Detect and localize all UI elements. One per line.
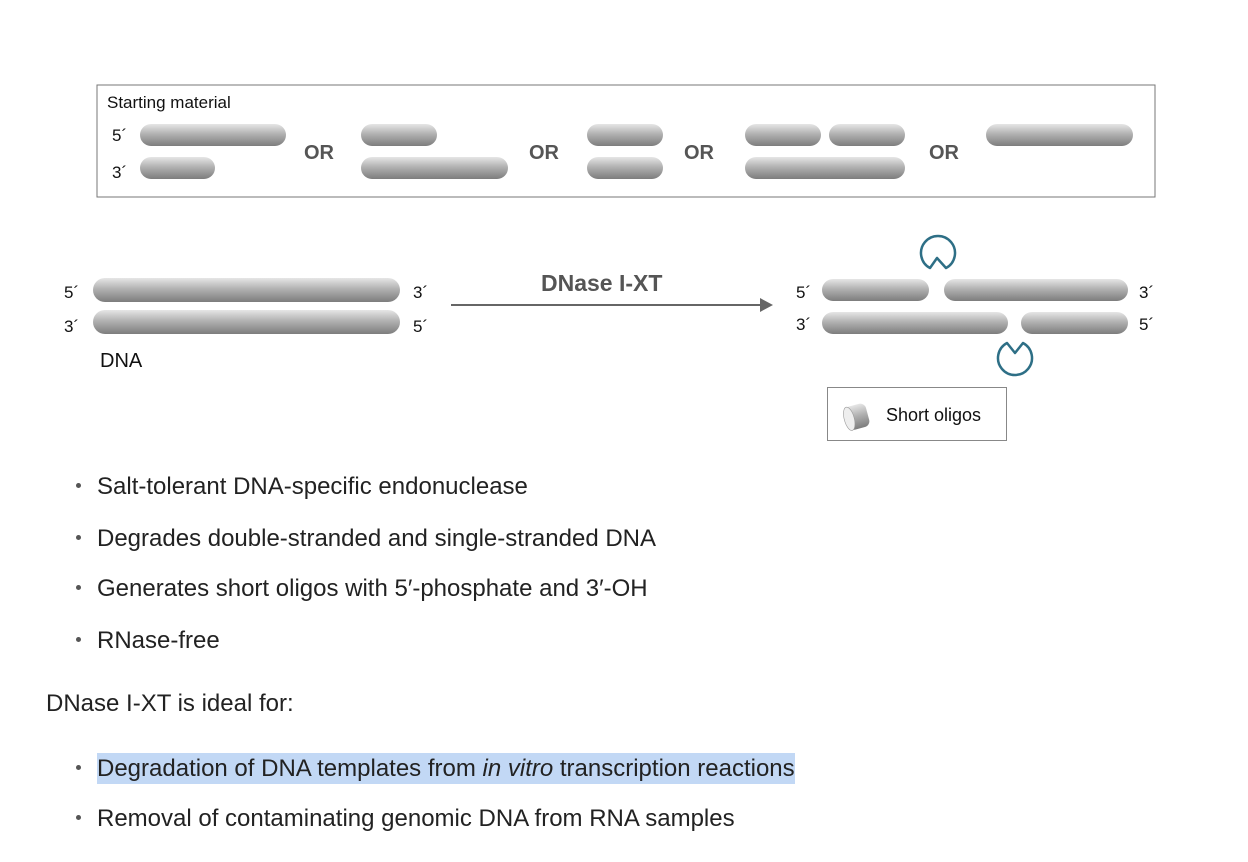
- fragment: [944, 279, 1128, 301]
- dna-right-end-3: 3´: [413, 283, 428, 302]
- frag-left-3: 3´: [796, 315, 811, 334]
- dna-strand-top: [93, 278, 400, 302]
- fragment: [1021, 312, 1128, 334]
- strand: [745, 157, 905, 179]
- or-label-1: OR: [304, 142, 335, 164]
- bullet-icon: [76, 483, 81, 489]
- strand: [361, 124, 437, 146]
- feature-item: RNase-free: [76, 627, 220, 655]
- dna-left-5: 5´: [64, 283, 79, 302]
- frag-right-3: 3´: [1139, 283, 1154, 302]
- strand: [745, 124, 821, 146]
- fragment: [822, 279, 929, 301]
- enzyme-top-icon: [919, 234, 957, 270]
- dna-left-3: 3´: [64, 317, 79, 336]
- fragment: [822, 312, 1008, 334]
- ideal-for-heading: DNase I-XT is ideal for:: [46, 690, 294, 717]
- diagram-figure: Starting material 5´ 3´ OR OR OR OR 5´ 3…: [64, 84, 1156, 431]
- short-oligo-icon: [843, 403, 870, 431]
- bullet-icon: [76, 765, 81, 771]
- application-item: Degradation of DNA templates from in vit…: [76, 753, 795, 784]
- legend-label: Short oligos: [886, 405, 982, 425]
- starting-strands: [140, 124, 1133, 179]
- application-text: Removal of contaminating genomic DNA fro…: [97, 805, 735, 832]
- or-label-2: OR: [529, 142, 560, 164]
- or-label-4: OR: [929, 142, 960, 164]
- frag-right-5: 5´: [1139, 315, 1154, 334]
- application-italic: in vitro: [482, 755, 554, 782]
- start-label-5: 5´: [112, 126, 127, 145]
- bullet-icon: [76, 637, 81, 643]
- selected-text[interactable]: Degradation of DNA templates from in vit…: [97, 753, 795, 784]
- start-label-3: 3´: [112, 163, 127, 182]
- enzyme-bottom-icon: [996, 341, 1034, 377]
- application-text: transcription reactions: [553, 755, 795, 782]
- bullet-icon: [76, 535, 81, 541]
- dna-right-end-5: 5´: [413, 317, 428, 336]
- strand: [986, 124, 1133, 146]
- strand: [587, 124, 663, 146]
- strand: [361, 157, 508, 179]
- feature-text: Degrades double-stranded and single-stra…: [97, 525, 657, 552]
- or-label-3: OR: [684, 142, 715, 164]
- arrow-head: [760, 298, 773, 312]
- strand: [140, 124, 286, 146]
- strand: [587, 157, 663, 179]
- bullet-icon: [76, 815, 81, 821]
- dna-label: DNA: [100, 350, 143, 372]
- legend-icon-layer: [843, 403, 870, 431]
- enzyme-label: DNase I-XT: [541, 270, 662, 296]
- application-text: Degradation of DNA templates from: [97, 755, 483, 782]
- dna-strand-bottom: [93, 310, 400, 334]
- starting-material-title: Starting material: [107, 93, 231, 112]
- strand: [140, 157, 215, 179]
- frag-left-5: 5´: [796, 283, 811, 302]
- feature-item: Generates short oligos with 5′-phosphate…: [76, 575, 648, 603]
- feature-text: Salt-tolerant DNA-specific endonuclease: [97, 473, 528, 500]
- feature-item: Salt-tolerant DNA-specific endonuclease: [76, 473, 528, 501]
- feature-item: Degrades double-stranded and single-stra…: [76, 525, 656, 553]
- feature-text: RNase-free: [97, 627, 220, 654]
- application-item: Removal of contaminating genomic DNA fro…: [76, 805, 735, 833]
- feature-text: Generates short oligos with 5′-phosphate…: [97, 575, 648, 602]
- bullet-icon: [76, 585, 81, 591]
- strand: [829, 124, 905, 146]
